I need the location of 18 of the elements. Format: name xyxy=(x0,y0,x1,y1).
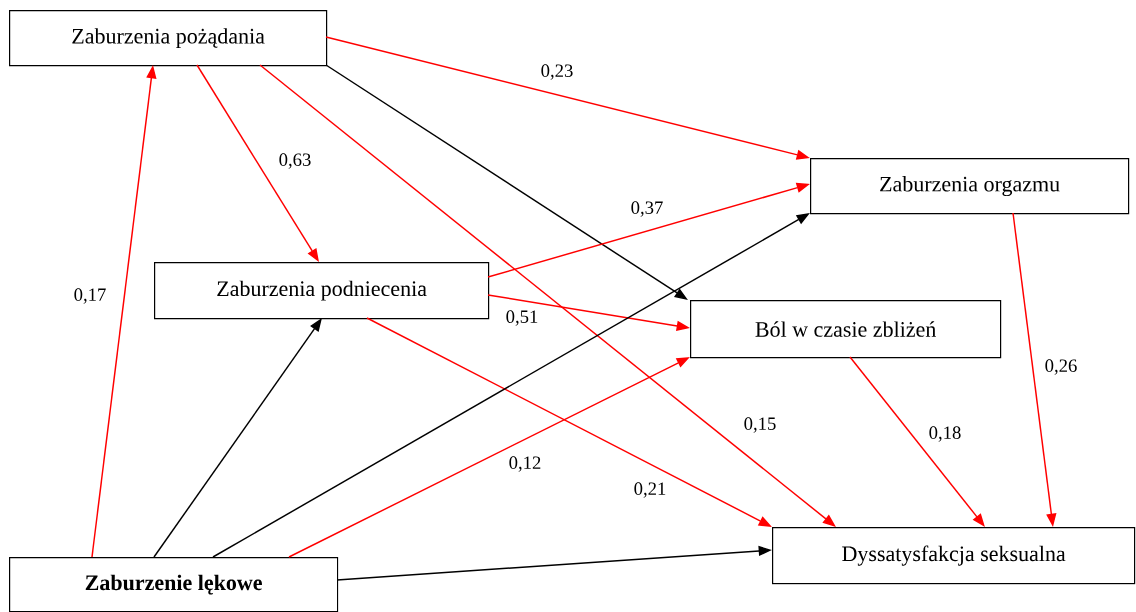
edge-label: 0,15 xyxy=(742,416,778,434)
variable-box: Dyssatysfakcja seksualna xyxy=(772,527,1136,585)
variable-box: Zaburzenia orgazmu xyxy=(810,158,1130,215)
edge-label: 0,23 xyxy=(539,63,575,81)
arrow xyxy=(849,356,985,527)
variable-box: Ból w czasie zbliżeń xyxy=(690,300,1002,359)
edge-label: 0,26 xyxy=(1043,358,1079,376)
edge-label: 0,21 xyxy=(632,481,668,499)
variable-box: Zaburzenia pożądania xyxy=(9,10,328,67)
edge-label: 0,12 xyxy=(507,455,543,473)
arrow xyxy=(259,64,836,527)
edge-label: 0,17 xyxy=(72,287,108,305)
variable-box: Zaburzenia podniecenia xyxy=(154,262,490,320)
edge-label: 0,63 xyxy=(277,152,313,170)
edge-label: 0,18 xyxy=(927,425,963,443)
edge-label: 0,51 xyxy=(504,309,540,327)
variable-box: Zaburzenie lękowe xyxy=(9,557,339,612)
edge-label: 0,37 xyxy=(629,200,665,218)
